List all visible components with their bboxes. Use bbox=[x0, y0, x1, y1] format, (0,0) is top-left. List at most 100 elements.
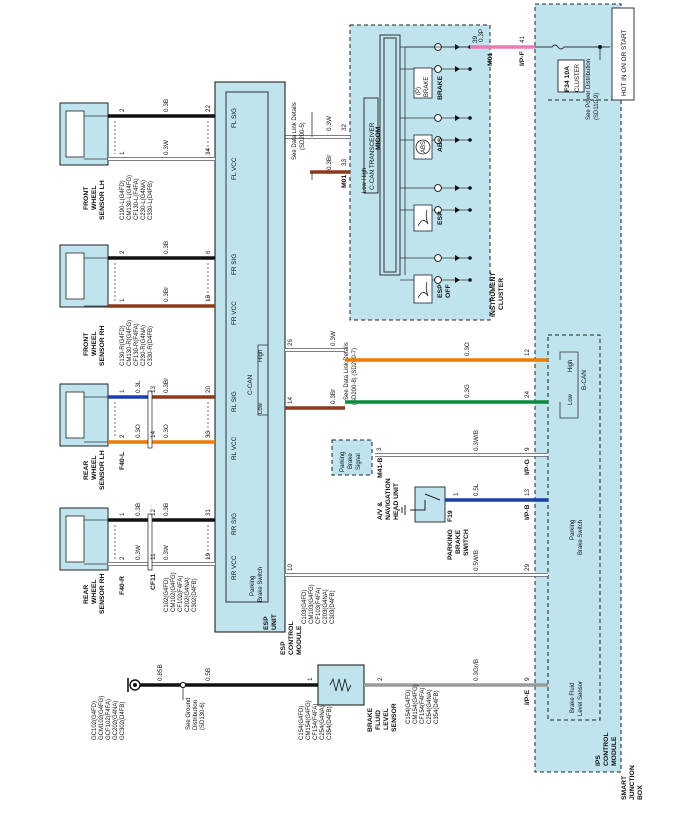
ips-control-module bbox=[547, 334, 601, 721]
esp-ccan-low: Low bbox=[258, 402, 264, 414]
rl-pin-sig-esp: 20 bbox=[205, 385, 212, 393]
bcan-bracket bbox=[559, 351, 579, 419]
ps-name-3: SWITCH bbox=[463, 529, 470, 556]
esp-c203: C203(G4NA) bbox=[323, 589, 329, 624]
bcan-high: High bbox=[568, 360, 574, 372]
wire-03p: 0.3P bbox=[478, 29, 485, 42]
rr-pin-sig-esp: 31 bbox=[205, 508, 212, 516]
rl-pin-14: 14 bbox=[150, 430, 157, 438]
fl-pin-vcc-s: 1 bbox=[119, 151, 126, 155]
esp-car-icon bbox=[417, 209, 429, 227]
av-pin-9: 9 bbox=[524, 447, 531, 451]
esp-control-module bbox=[214, 81, 286, 633]
lamp-node bbox=[468, 67, 472, 71]
av-head-unit bbox=[331, 439, 373, 476]
transceiver-label: C-CAN TRANSCEIVER bbox=[369, 122, 376, 190]
fr-pin-vcc-esp: 18 bbox=[205, 294, 212, 302]
fluid-code-t4: C354(D4FB) bbox=[434, 690, 440, 724]
conn-m01b: M01 bbox=[341, 175, 348, 188]
fr-vcc-wire: 0.3Br bbox=[163, 286, 170, 302]
brake-fluid-sensor bbox=[317, 664, 365, 706]
esp-off-lamp-icon bbox=[413, 274, 433, 304]
fl-code-0: C190-L(G4FD) bbox=[120, 180, 126, 220]
brake-lamp-icon bbox=[413, 67, 433, 99]
see-ground-2: Distribution bbox=[193, 700, 199, 730]
conn-m01: M01 bbox=[487, 53, 494, 66]
abs-circle-icon bbox=[415, 139, 431, 155]
can-high-wire-label: 0.3W bbox=[326, 115, 333, 131]
av-pin-3: 3 bbox=[376, 447, 383, 451]
ips-name-1: IPS bbox=[595, 755, 602, 766]
micom-label: MICOM bbox=[375, 126, 382, 150]
av-conn-ipg: I/P-G bbox=[524, 459, 531, 475]
rr-pin-sig-s: 1 bbox=[119, 512, 126, 516]
fluid-name-2: FLUID bbox=[375, 710, 382, 730]
ips-fl-2: Level Sensor bbox=[578, 681, 584, 716]
esp-ps-pin-10: 10 bbox=[287, 563, 294, 571]
see-data2-ref: (SD200-8) (SD200-7) bbox=[352, 348, 358, 405]
rl-pin-vcc-s: 2 bbox=[119, 434, 126, 438]
ps-name-1: PARKING bbox=[447, 529, 454, 560]
av-name-2: NAVIGATION bbox=[385, 478, 392, 520]
fluid-code-b1: CM154(G4FG) bbox=[306, 700, 312, 740]
esp-c303: C303(D4FB) bbox=[330, 590, 336, 624]
lamp-icon bbox=[434, 114, 442, 122]
fluid-code-t3: C254(G4NA) bbox=[427, 689, 433, 724]
av-name-1: A/V & bbox=[377, 502, 384, 520]
esp-c302: C302(D4FB) bbox=[192, 578, 198, 612]
fr-code-2: CF130-R(F4FA) bbox=[134, 323, 140, 366]
parking-brake-switch bbox=[414, 486, 446, 523]
lamp-icon bbox=[434, 136, 442, 144]
ground-wire-05: 0.5B bbox=[205, 668, 212, 681]
fl-code-3: C230-L(G4NA) bbox=[141, 180, 147, 220]
lamp-abs-text: ABS bbox=[421, 141, 427, 153]
diode-icon bbox=[455, 115, 460, 121]
ips-name-3: MODULE bbox=[611, 736, 618, 766]
ps-wire-label: 0.5L bbox=[473, 483, 480, 496]
micom-inner bbox=[383, 37, 397, 273]
abs-lamp-icon bbox=[413, 134, 433, 160]
fuse-icon bbox=[557, 59, 585, 93]
inline-connector-icon bbox=[147, 513, 153, 571]
rr-vcc-wire-b: 0.3W bbox=[163, 544, 170, 560]
sjb-name-3: BOX bbox=[637, 785, 644, 800]
hot-label: HOT IN ON OR START bbox=[621, 30, 628, 96]
rr-pin-11: 11 bbox=[150, 553, 157, 560]
fluid-code-t1: CM154(G4FG) bbox=[413, 684, 419, 724]
ground-branch-node bbox=[179, 681, 187, 689]
av-ps-wire-label: 0.3W/B bbox=[473, 430, 480, 451]
av-sig-3: Signal bbox=[356, 453, 362, 470]
fr-sig-wire: 0.3B bbox=[163, 241, 170, 254]
diode-icon bbox=[455, 277, 460, 283]
diode-icon bbox=[455, 255, 460, 261]
pin-ipf: 41 bbox=[519, 35, 526, 43]
see-data2: See Data Link Details bbox=[344, 342, 350, 400]
ips-ps-2: Brake Switch bbox=[578, 520, 584, 555]
rl-vcc-wire-b: 0.3O bbox=[163, 424, 170, 438]
rl-vcc-wire-a: 0.3O bbox=[135, 424, 142, 438]
bcan-label: B-CAN bbox=[581, 370, 588, 390]
esp-name-2: CONTROL bbox=[288, 621, 295, 655]
rr-name-3: SENSOR RH bbox=[99, 573, 106, 614]
abs-label: ABS bbox=[437, 137, 444, 152]
can-low-wire-label: 0.3Br bbox=[326, 154, 333, 170]
pin-32: 32 bbox=[341, 123, 348, 131]
cluster-low: Low bbox=[362, 181, 368, 193]
ips-ps-1: Parking bbox=[570, 520, 576, 540]
fluid-code-b4: C354(D4FB) bbox=[327, 706, 333, 740]
fr-name-2: WHEEL bbox=[91, 331, 98, 356]
see-power: See Power Distribution bbox=[586, 59, 592, 120]
rr-vcc-label: RR VCC bbox=[231, 555, 238, 580]
av-name-3: HEAD UNIT bbox=[393, 482, 400, 520]
fr-code-0: C130-R(G4FD) bbox=[120, 325, 126, 366]
diode-icon bbox=[455, 207, 460, 213]
rr-sig-wire-b: 0.3B bbox=[163, 503, 170, 516]
ground-code-4: GC302(D4FB) bbox=[120, 702, 126, 740]
ground-code-2: GCF102(F4FA) bbox=[106, 699, 112, 740]
diode-icon bbox=[455, 137, 460, 143]
fluid-conn-ipe: I/P-E bbox=[524, 689, 531, 705]
see-power-ref: (SD110-9) bbox=[594, 93, 600, 120]
fuse-feed-line bbox=[535, 44, 610, 50]
bcan-pin-12: 12 bbox=[524, 348, 531, 356]
